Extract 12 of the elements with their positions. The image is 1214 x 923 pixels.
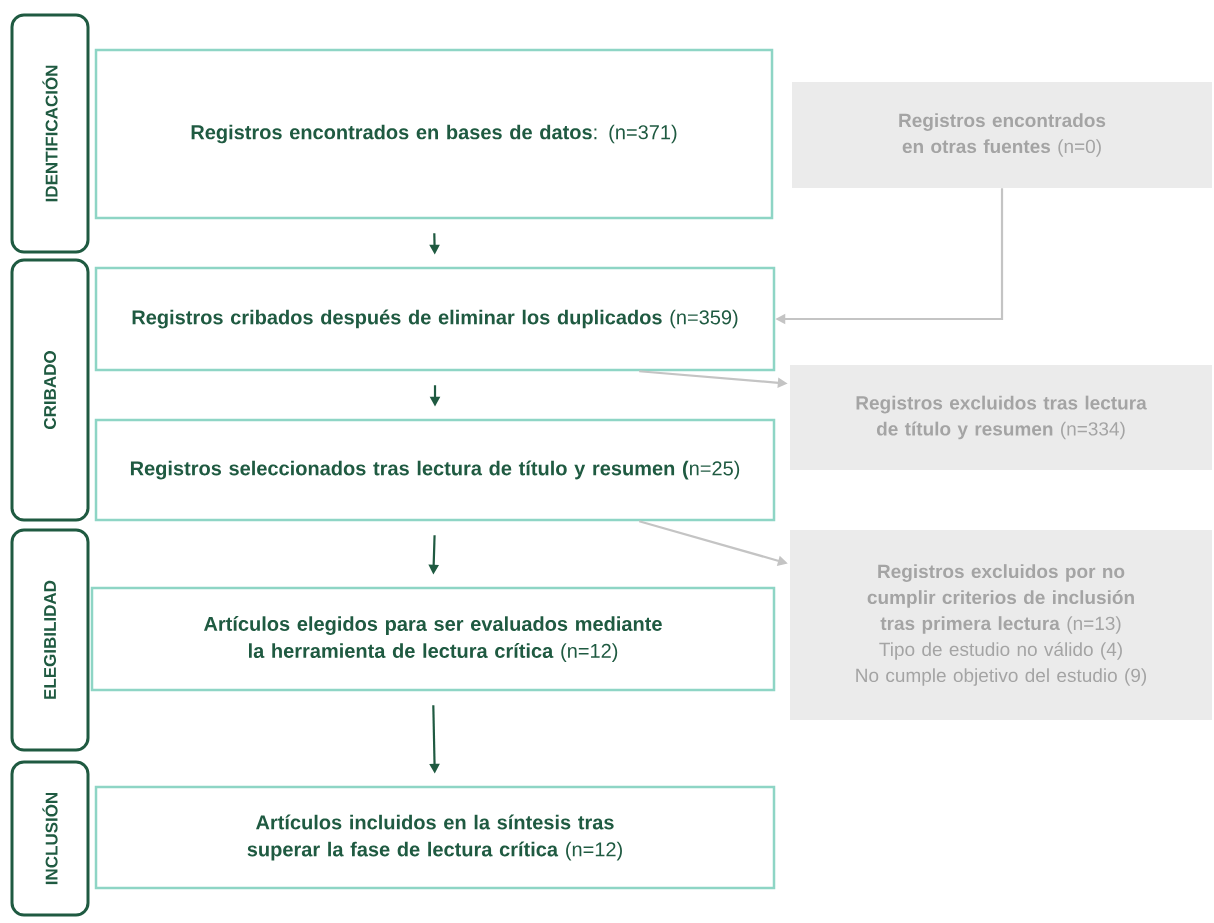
- process-box: Artículos incluidos en la síntesis tras superar la fase de lectura crítica (n=12): [94, 785, 776, 890]
- side-box: Registros encontrados en otras fuentes (n=0): [792, 82, 1212, 188]
- side-box: Registros excluidos por no cumplir criterios de inclusión tras primera lectura (n=13) Tipo de estudio no válido (4) No cumple objetivo del estudio (9): [790, 530, 1212, 720]
- phase-label-box: INCLUSIÓN: [10, 760, 90, 917]
- process-box: Artículos elegidos para ser evaluados mediante la herramienta de lectura crítica (n=12): [90, 586, 776, 692]
- process-box: Registros seleccionados tras lectura de título y resumen (n=25): [94, 418, 776, 522]
- phase-label-box: CRIBADO: [10, 258, 90, 522]
- process-box: Registros cribados después de eliminar los duplicados (n=359): [94, 266, 776, 372]
- process-box: Registros encontrados en bases de datos: (n=371): [94, 48, 774, 220]
- side-box: Registros excluidos tras lectura de título y resumen (n=334): [790, 365, 1212, 470]
- phase-label-box: ELEGIBILIDAD: [10, 528, 90, 752]
- phase-label-box: IDENTIFICACIÓN: [10, 13, 90, 254]
